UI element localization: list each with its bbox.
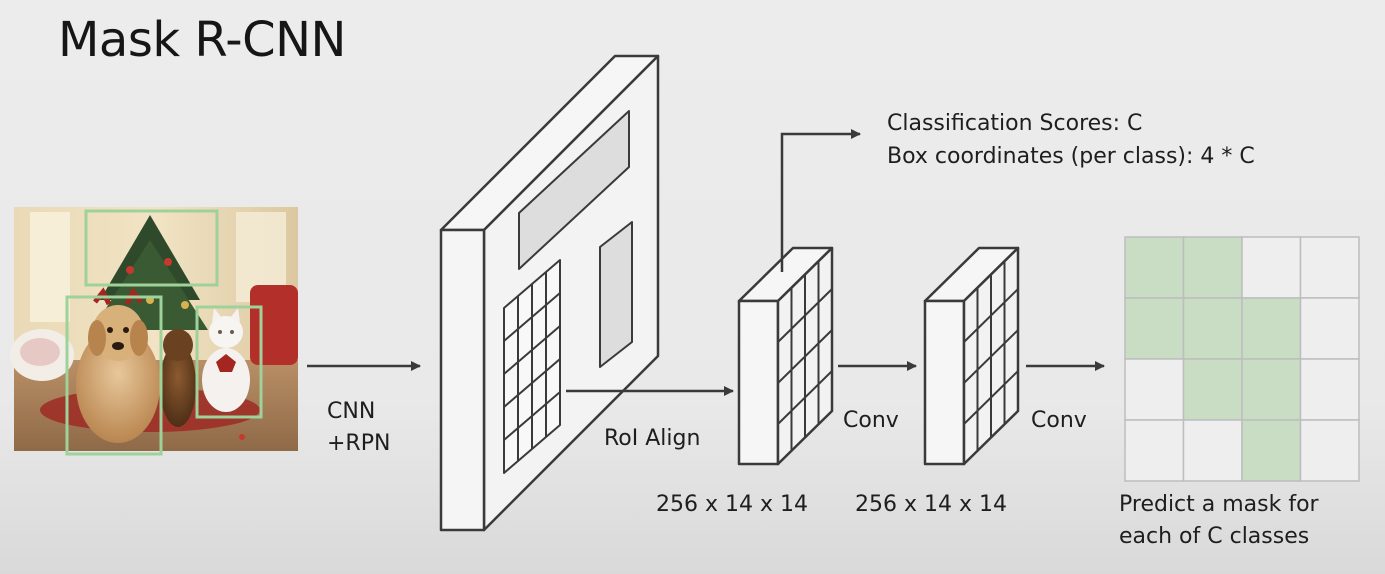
mask-cell [1124, 297, 1185, 360]
mask-cell [1241, 419, 1302, 482]
mask-cell [1182, 236, 1243, 299]
dims-label-2: 256 x 14 x 14 [855, 492, 1007, 517]
white-cat [202, 308, 250, 412]
feature-map-region-right [599, 221, 633, 368]
mask-cell [1182, 358, 1243, 421]
mask-cell [1299, 358, 1360, 421]
brown-dog [160, 329, 196, 427]
mask-cell [1241, 297, 1302, 360]
cnn-rpn-label: CNN +RPN [327, 399, 391, 456]
mask-cell [1182, 419, 1243, 482]
slide-title: Mask R-CNN [58, 12, 346, 68]
arrow-to-classification [780, 129, 861, 272]
dims-label-1: 256 x 14 x 14 [656, 492, 808, 517]
roi-align-label: RoI Align [604, 426, 701, 451]
mask-cell [1299, 297, 1360, 360]
conv-feature-block [923, 246, 1020, 466]
mask-cell [1182, 297, 1243, 360]
mask-cell [1124, 358, 1185, 421]
classification-scores-label: Classification Scores: C [887, 111, 1143, 136]
feature-map-block [439, 54, 660, 532]
feature-map-roi-grid [503, 259, 561, 474]
mask-cell [1299, 419, 1360, 482]
mask-cell [1299, 236, 1360, 299]
detection-box-dog [65, 295, 163, 456]
input-image [10, 207, 298, 456]
conv-label-2: Conv [1031, 408, 1087, 433]
detection-box-tree [84, 209, 219, 287]
detection-boxes [65, 209, 263, 456]
predict-mask-label: Predict a mask for each of C classes [1119, 492, 1319, 549]
mask-cell [1241, 358, 1302, 421]
box-coordinates-label: Box coordinates (per class): 4 * C [887, 144, 1255, 169]
detection-box-cat [195, 305, 263, 419]
golden-retriever [76, 287, 160, 443]
conv-label-1: Conv [843, 408, 899, 433]
roi-feature-block [737, 246, 834, 466]
mask-grid [1124, 236, 1360, 482]
mask-cell [1124, 419, 1185, 482]
mask-cell [1241, 236, 1302, 299]
feature-map-region-top [518, 110, 630, 270]
mask-cell [1124, 236, 1185, 299]
